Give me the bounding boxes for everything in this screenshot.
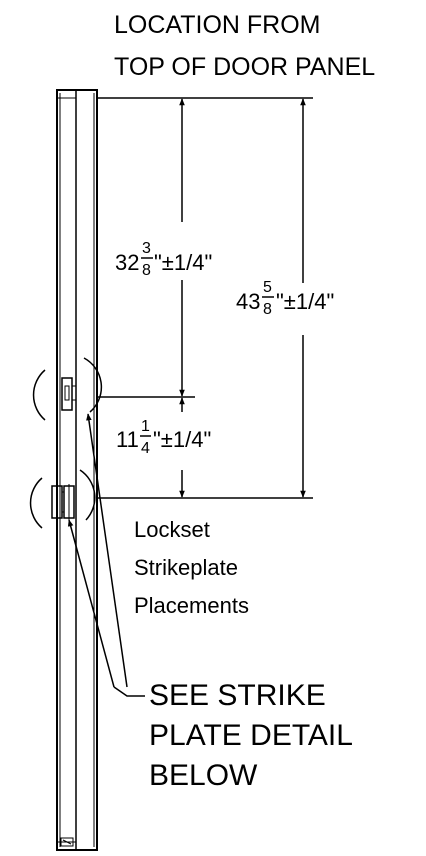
dimension-lower-label: 11 1 4 "±1/4" (116, 418, 211, 457)
dimension-total-label: 43 5 8 "±1/4" (236, 279, 334, 318)
note-placements-line-1: Lockset (134, 517, 210, 542)
note-placements-line-3: Placements (134, 593, 249, 618)
svg-text:11: 11 (116, 427, 139, 452)
svg-text:"±1/4": "±1/4" (153, 427, 211, 452)
note-detail-line-3: BELOW (149, 759, 258, 792)
note-detail-line-2: PLATE DETAIL (149, 719, 353, 752)
svg-text:32: 32 (115, 250, 139, 275)
svg-text:8: 8 (263, 301, 272, 318)
note-placements-line-2: Strikeplate (134, 555, 238, 580)
svg-text:"±1/4": "±1/4" (154, 250, 212, 275)
upper-strikeplate (32, 357, 103, 421)
svg-text:3: 3 (142, 240, 151, 257)
dimension-upper-label: 32 3 8 "±1/4" (115, 240, 212, 279)
svg-text:4: 4 (141, 440, 150, 457)
svg-text:43: 43 (236, 289, 260, 314)
extension-lines (97, 97, 313, 499)
door-frame (56, 89, 98, 851)
svg-text:"±1/4": "±1/4" (276, 289, 334, 314)
door-bottom-hardware (60, 837, 74, 847)
svg-text:1: 1 (141, 418, 150, 435)
svg-text:8: 8 (142, 262, 151, 279)
lower-strikeplate (29, 469, 96, 529)
svg-text:5: 5 (263, 279, 272, 296)
header-line-1: LOCATION FROM (114, 11, 320, 39)
leader-lines (67, 413, 145, 697)
header-line-2: TOP OF DOOR PANEL (114, 53, 375, 81)
note-detail-line-1: SEE STRIKE (149, 679, 326, 712)
